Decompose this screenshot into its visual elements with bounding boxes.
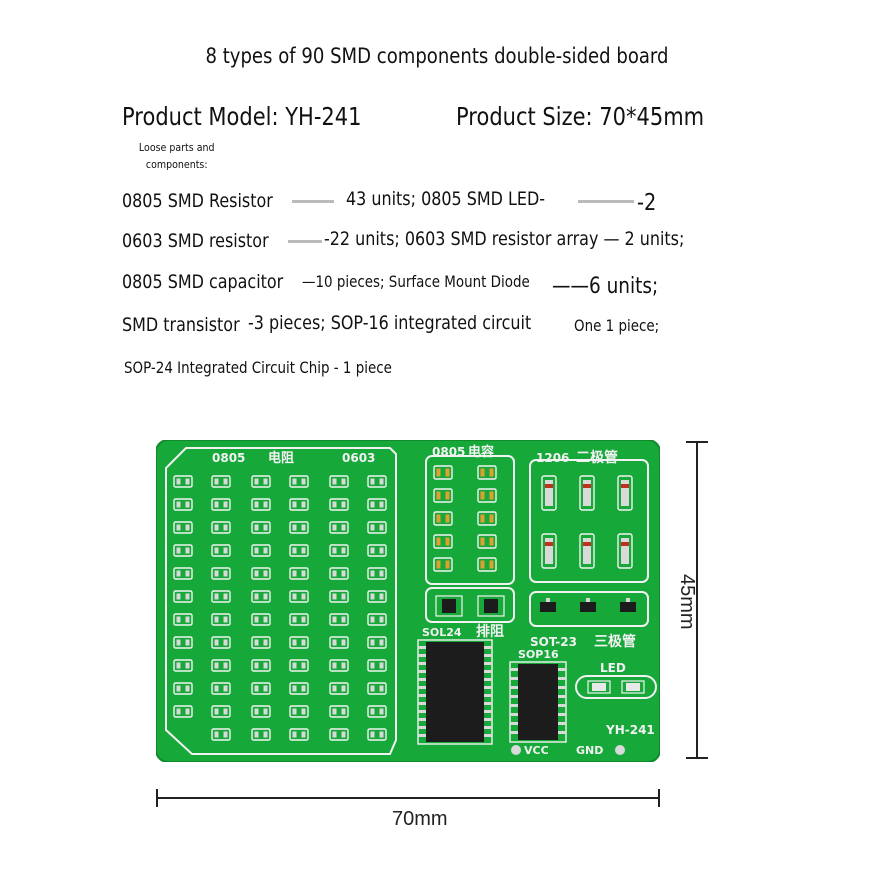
chip-pin: [418, 694, 426, 697]
chip-pin: [418, 726, 426, 729]
vcc-pad: [511, 745, 521, 755]
chip-pin: [558, 668, 566, 671]
chip-pin: [484, 694, 492, 697]
chip-pin: [510, 686, 518, 689]
label-capacitor: 电容: [468, 444, 494, 460]
spec-line-2a: 0603 SMD resistor: [122, 230, 269, 252]
chip-pin: [484, 670, 492, 673]
height-label: 45mm: [676, 574, 698, 630]
chip-pin: [510, 695, 518, 698]
label-vcc: VCC: [524, 744, 549, 757]
chip-pin: [558, 695, 566, 698]
transistor-2: [580, 598, 596, 612]
page-title: 8 types of 90 SMD components double-side…: [205, 44, 669, 68]
loose-parts-note: Loose parts and components:: [138, 141, 215, 171]
gnd-pad: [615, 745, 625, 755]
chip-pin: [418, 710, 426, 713]
diode-section-outline: [529, 459, 649, 583]
label-sot23: SOT-23: [530, 635, 577, 649]
label-sol24: SOL24: [422, 626, 462, 639]
label-1206: 1206: [536, 451, 569, 465]
label-led: LED: [600, 661, 626, 675]
blur-mark: [292, 200, 334, 203]
label-0603: 0603: [342, 451, 375, 465]
chip-pin: [558, 704, 566, 707]
label-diode: 二极管: [576, 449, 618, 466]
label-0805: 0805: [212, 451, 245, 465]
resistor-array-2: [477, 595, 505, 617]
array-section-outline: [425, 587, 515, 623]
spec-line-5: SOP-24 Integrated Circuit Chip - 1 piece: [124, 358, 392, 377]
label-cap-0805: 0805: [432, 445, 465, 459]
chip-pin: [484, 646, 492, 649]
resistor-array-1: [435, 595, 463, 617]
label-resistor: 电阻: [268, 450, 294, 466]
chip-pin: [418, 702, 426, 705]
chip-pin: [510, 731, 518, 734]
chip-pin: [484, 662, 492, 665]
spec-line-2b: -22 units; 0603 SMD resistor array — 2 u…: [324, 228, 685, 250]
chip-pin: [484, 726, 492, 729]
blur-mark: [288, 240, 322, 243]
spec-line-1c: -2: [637, 190, 657, 216]
chip-pin: [484, 710, 492, 713]
spec-line-4b: -3 pieces; SOP-16 integrated circuit: [248, 312, 532, 334]
blur-mark: [578, 200, 634, 203]
chip-pin: [418, 734, 426, 737]
transistor-3: [620, 598, 636, 612]
chip-pin: [418, 670, 426, 673]
chip-pin: [510, 677, 518, 680]
label-array: 排阻: [476, 623, 504, 640]
product-size: Product Size: 70*45mm: [456, 102, 705, 131]
transistor-1: [540, 598, 556, 612]
chip-pin: [484, 718, 492, 721]
chip-pin: [484, 702, 492, 705]
spec-line-1a: 0805 SMD Resistor: [122, 190, 273, 212]
label-model: YH-241: [605, 723, 655, 737]
label-gnd: GND: [576, 744, 603, 757]
product-model: Product Model: YH-241: [122, 102, 362, 131]
led-2: [621, 680, 645, 694]
led-outline: [575, 675, 657, 699]
transistor-section-outline: [529, 591, 649, 627]
chip-pin: [484, 734, 492, 737]
chip-pin: [418, 686, 426, 689]
chip-pin: [510, 668, 518, 671]
width-dimension: [156, 789, 660, 807]
chip-pin: [558, 713, 566, 716]
chip-pin: [484, 686, 492, 689]
chip-pin: [484, 654, 492, 657]
chip-pin: [558, 686, 566, 689]
chip-pin: [510, 704, 518, 707]
spec-line-4c: One 1 piece;: [574, 316, 660, 335]
width-label: 70mm: [392, 808, 448, 830]
sop16-chip: [509, 661, 567, 743]
chip-pin: [418, 654, 426, 657]
chip-pin: [558, 722, 566, 725]
resistor-section-outline: [165, 447, 397, 755]
spec-line-1b: 43 units; 0805 SMD LED-: [346, 188, 546, 210]
chip-pin: [510, 713, 518, 716]
chip-pin: [418, 678, 426, 681]
led-1: [587, 680, 611, 694]
chip-pin: [418, 646, 426, 649]
chip-pin: [558, 677, 566, 680]
chip-pin: [418, 718, 426, 721]
sop24-chip: [417, 639, 493, 745]
pcb-board: 0805 电阻 0603 0805 电容 1206 二极管 SOL24 排阻 S…: [156, 440, 660, 762]
label-sop16: SOP16: [518, 648, 559, 661]
capacitor-section-outline: [425, 455, 515, 585]
chip-pin: [418, 662, 426, 665]
height-dimension: [686, 441, 708, 759]
chip-pin: [510, 722, 518, 725]
chip-pin: [558, 731, 566, 734]
spec-line-4a: SMD transistor: [122, 314, 240, 336]
spec-line-3c: ——6 units;: [552, 274, 659, 299]
spec-line-3b: —10 pieces; Surface Mount Diode: [302, 272, 530, 291]
spec-line-3a: 0805 SMD capacitor: [122, 271, 284, 293]
chip-pin: [484, 678, 492, 681]
label-triode: 三极管: [594, 633, 636, 650]
